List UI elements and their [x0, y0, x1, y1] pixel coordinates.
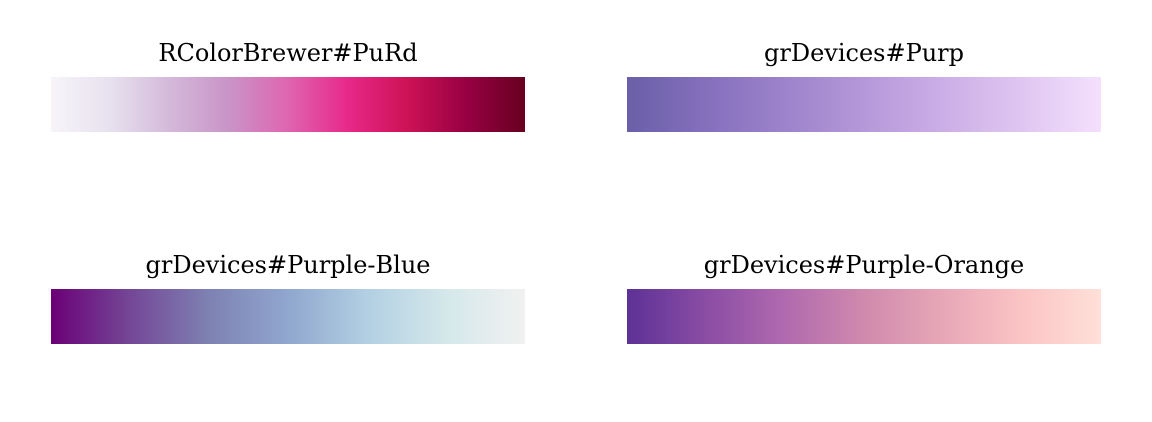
palette-title: grDevices#Purple-Blue [145, 251, 431, 279]
color-gradient-bar [627, 289, 1101, 344]
color-gradient-bar [51, 289, 525, 344]
palette-title: grDevices#Purp [763, 39, 965, 67]
color-gradient-bar [51, 77, 525, 132]
palette-title: RColorBrewer#PuRd [158, 39, 418, 67]
palette-title: grDevices#Purple-Orange [703, 251, 1025, 279]
color-gradient-bar [627, 77, 1101, 132]
